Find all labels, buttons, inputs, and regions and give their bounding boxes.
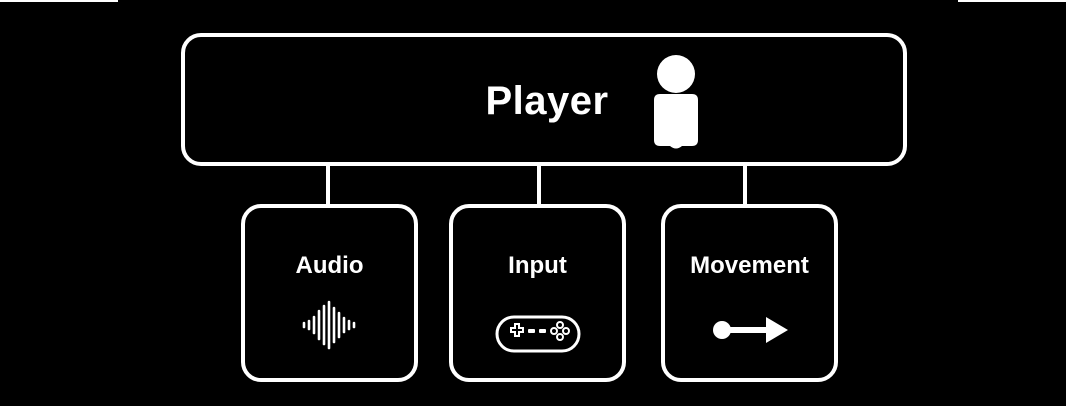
movement-label: Movement <box>690 252 809 279</box>
connector-movement <box>743 166 747 205</box>
gamepad-icon <box>495 315 580 353</box>
input-node: Input <box>449 204 626 382</box>
audio-label: Audio <box>295 252 364 279</box>
top-rule-left <box>0 0 118 2</box>
input-label: Input <box>508 252 567 279</box>
person-icon <box>654 55 698 149</box>
connector-audio <box>326 166 330 205</box>
arrow-right-icon <box>712 317 788 343</box>
connector-input <box>537 166 541 205</box>
sound-wave-icon <box>302 300 355 350</box>
player-node: Player <box>181 33 907 166</box>
player-label: Player <box>485 79 609 123</box>
audio-node: Audio <box>241 204 418 382</box>
movement-node: Movement <box>661 204 838 382</box>
top-rule-right <box>958 0 1066 2</box>
